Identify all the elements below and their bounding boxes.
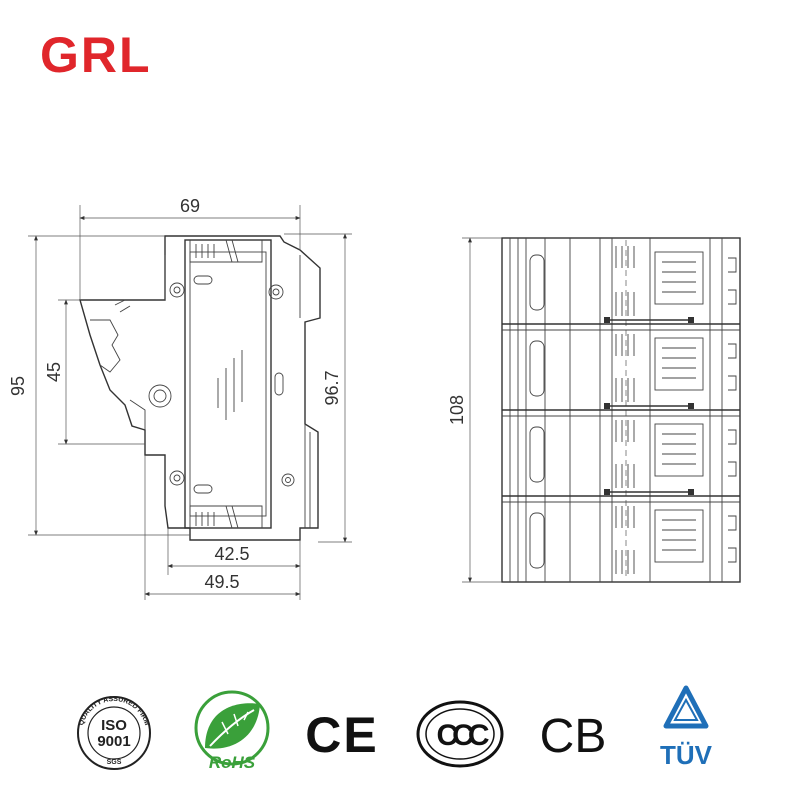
ccc-text: CCC	[437, 719, 489, 752]
dim-height-left: 95	[8, 376, 28, 396]
rohs-leaf-icon: RoHS	[194, 690, 270, 772]
front-inner-plate	[184, 239, 272, 529]
iso9001-seal-icon: QUALITY ASSURED FIRM ISO 9001 SGS	[77, 696, 151, 770]
iso-line-1: ISO	[101, 717, 127, 734]
rohs-text: RoHS	[209, 753, 256, 772]
iso-sub: SGS	[107, 759, 122, 766]
side-view: 108	[447, 237, 741, 583]
ce-mark-icon: CE	[305, 707, 378, 763]
dim-height-side: 108	[447, 395, 467, 425]
dim-height-inner: 45	[44, 362, 64, 382]
front-view: 69 95 45 96.7 42.5 49.5	[8, 196, 352, 600]
side-module-4	[529, 506, 737, 574]
dim-width-top: 69	[180, 196, 200, 216]
dim-width-bottom: 49.5	[204, 572, 239, 592]
side-module-2	[529, 334, 737, 409]
tuv-text: TÜV	[660, 740, 713, 770]
brand-logo: GRL	[40, 27, 152, 83]
iso-line-2: 9001	[97, 733, 130, 750]
certification-row: QUALITY ASSURED FIRM ISO 9001 SGS RoHS C…	[77, 685, 713, 772]
side-module-1	[529, 246, 737, 323]
ccc-mark-icon: CCC	[416, 700, 504, 768]
front-body-outline	[79, 235, 321, 541]
cb-mark-icon: CB	[540, 710, 607, 763]
dim-height-right: 96.7	[322, 370, 342, 405]
tuv-triangle-icon: TÜV	[660, 685, 713, 770]
side-module-3	[529, 420, 737, 495]
dim-width-mid: 42.5	[214, 544, 249, 564]
front-inner-frame	[189, 251, 267, 517]
